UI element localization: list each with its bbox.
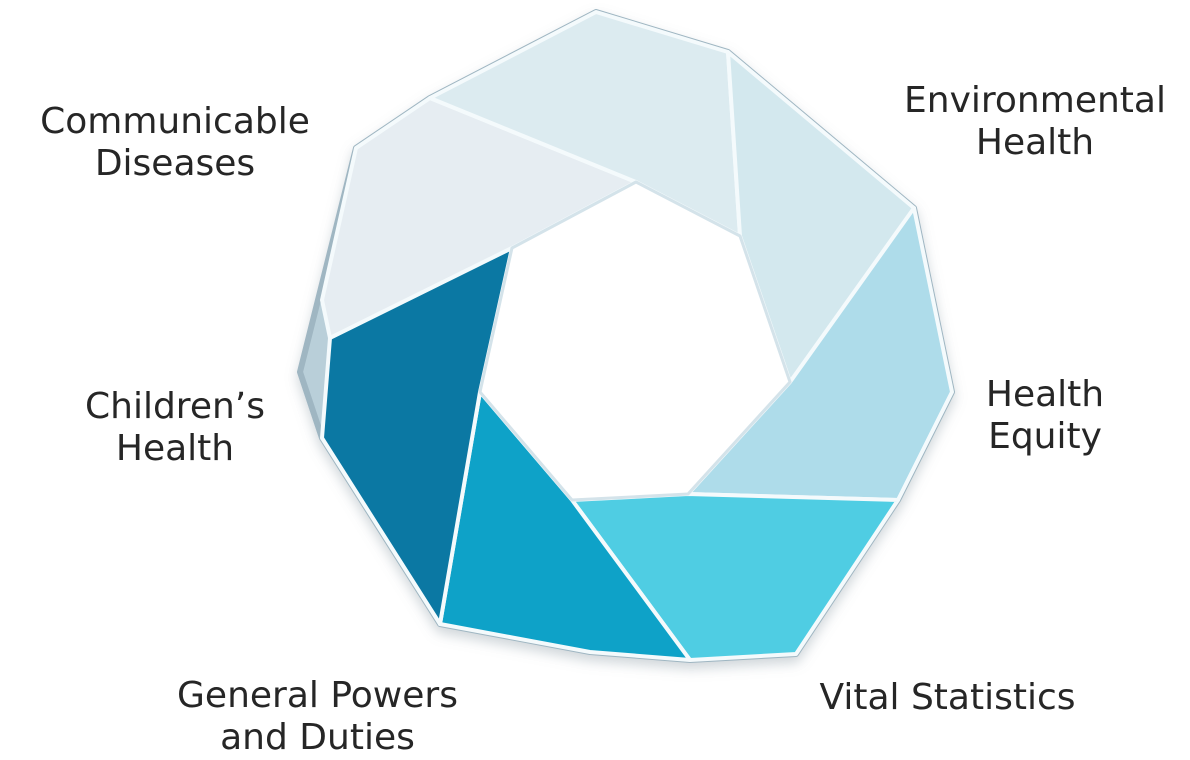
label-line: General Powers <box>177 675 458 716</box>
label-line: Equity <box>988 416 1102 457</box>
label-line: Communicable <box>40 101 310 142</box>
label-line: Vital Statistics <box>819 677 1076 718</box>
label-communicable-diseases: Communicable Diseases <box>10 101 340 185</box>
label-line: Health <box>985 374 1105 415</box>
segments-group <box>320 10 954 662</box>
label-general-powers-and-duties: General Powers and Duties <box>135 675 500 759</box>
label-environmental-health: Environmental Health <box>885 80 1185 164</box>
label-vital-statistics: Vital Statistics <box>795 677 1100 719</box>
label-line: and Duties <box>220 717 415 758</box>
label-line: Diseases <box>94 143 256 184</box>
center-hole <box>478 180 792 502</box>
label-health-equity: Health Equity <box>960 374 1130 458</box>
label-line: Health <box>115 428 235 469</box>
label-line: Health <box>975 122 1095 163</box>
segment-childrens <box>320 246 514 626</box>
label-childrens-health: Children’s Health <box>40 386 310 470</box>
label-line: Environmental <box>904 80 1166 121</box>
label-line: Children’s <box>85 386 265 427</box>
